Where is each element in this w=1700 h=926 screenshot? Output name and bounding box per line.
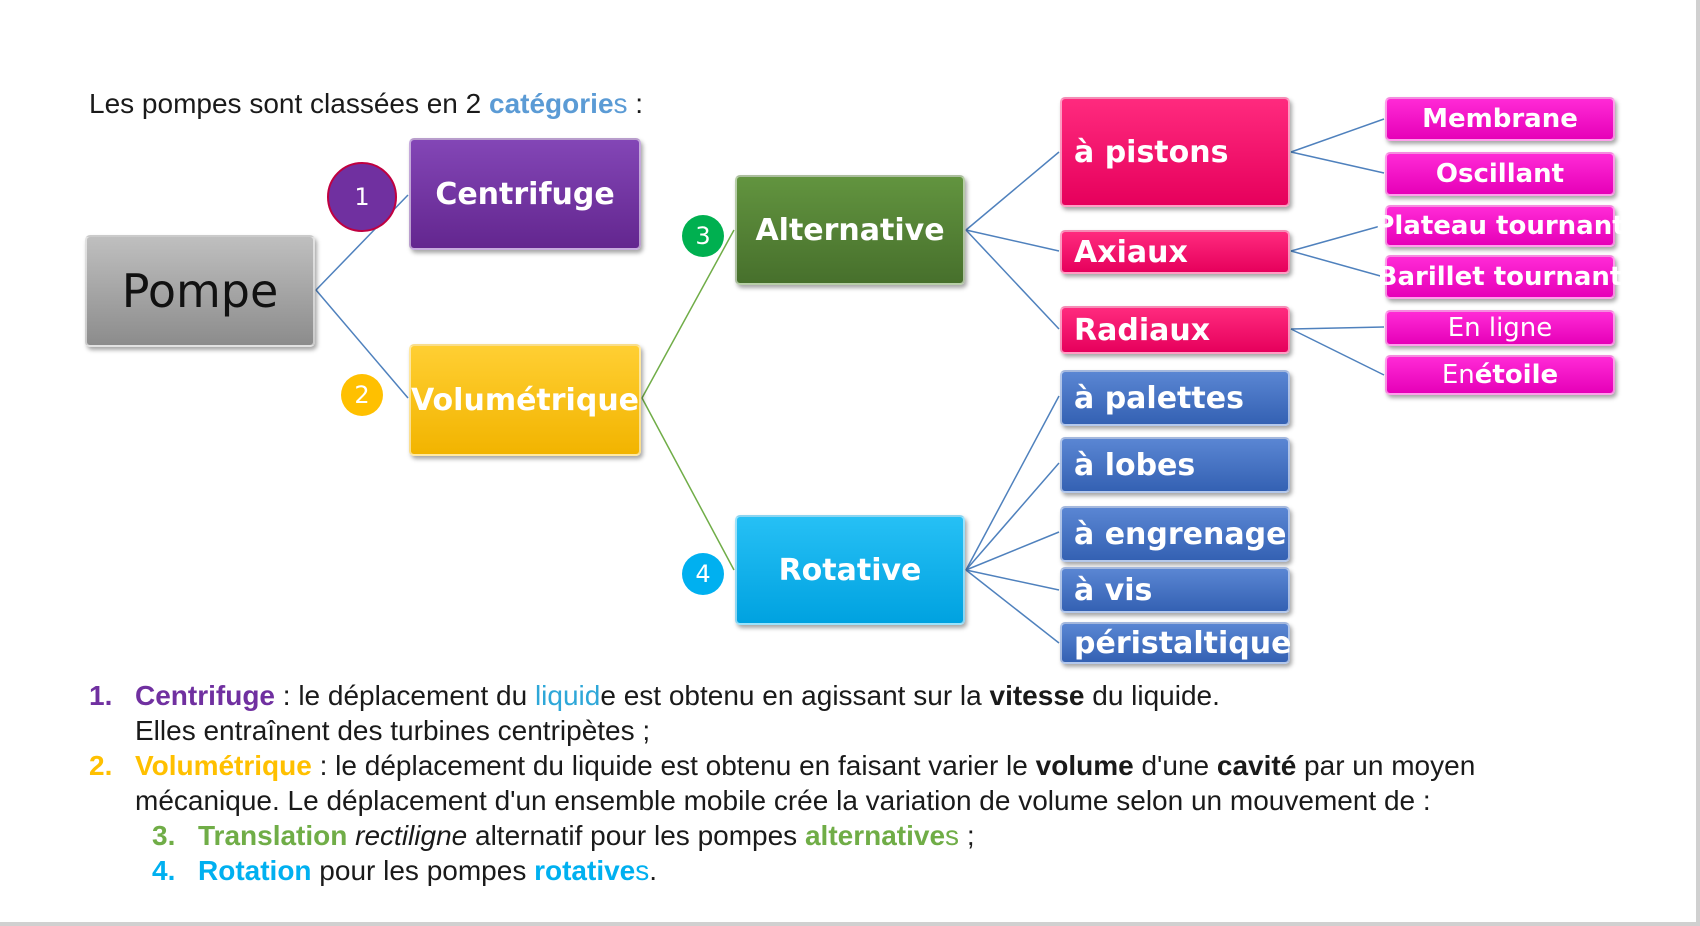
badge-2: 2 — [341, 374, 383, 416]
line-pompe-volumetrique — [315, 289, 409, 399]
line-vol-alternative — [641, 229, 735, 399]
node-pompe: Pompe — [85, 235, 315, 347]
node-alternative: Alternative — [735, 175, 965, 285]
badge-4: 4 — [682, 553, 724, 595]
line-pistons-membrane — [1290, 118, 1385, 153]
note-3: 3. Translation rectiligne alternatif pou… — [152, 820, 975, 851]
note-1-continued: Elles entraînent des turbines centripète… — [135, 715, 651, 746]
note-1: 1. Centrifuge : le déplacement du liquid… — [89, 680, 1220, 711]
leaf-barillet-tournant: Barillet tournant — [1378, 255, 1622, 299]
node-pistons: à pistons — [1060, 97, 1290, 207]
line-alt-pistons — [965, 151, 1060, 231]
line-axiaux-barillet — [1290, 250, 1385, 278]
line-alt-radiaux — [965, 229, 1060, 330]
badge-1: 1 — [327, 162, 397, 232]
note-2-continued: mécanique. Le déplacement d'un ensemble … — [135, 785, 1431, 816]
node-lobes: à lobes — [1060, 437, 1290, 493]
leaf-oscillant: Oscillant — [1385, 152, 1615, 196]
node-rotative: Rotative — [735, 515, 965, 625]
node-radiaux: Radiaux — [1060, 306, 1290, 354]
line-rot-lobes — [965, 462, 1060, 571]
intro-text: Les pompes sont classées en 2 catégories… — [89, 88, 644, 119]
line-radiaux-enetoile — [1290, 328, 1385, 376]
node-palettes: à palettes — [1060, 370, 1290, 426]
node-vis: à vis — [1060, 567, 1290, 613]
line-radiaux-enligne — [1290, 326, 1385, 330]
leaf-en-ligne: En ligne — [1385, 310, 1615, 346]
frame-bottom-edge — [0, 922, 1700, 926]
leaf-plateau-tournant: Plateau tournant — [1375, 205, 1625, 247]
note-2: 2. Volumétrique : le déplacement du liqu… — [89, 750, 1476, 781]
node-peristaltique: péristaltique — [1060, 622, 1291, 664]
line-vol-rotative — [641, 397, 735, 571]
line-axiaux-plateau — [1290, 224, 1385, 252]
line-alt-axiaux — [965, 229, 1060, 252]
node-volumetrique: Volumétrique — [409, 344, 641, 456]
leaf-membrane: Membrane — [1385, 97, 1615, 141]
line-rot-engrenage — [965, 531, 1060, 571]
node-axiaux: Axiaux — [1060, 230, 1290, 274]
line-pistons-oscillant — [1290, 151, 1385, 174]
line-rot-peristaltique — [965, 569, 1060, 644]
node-engrenage: à engrenage — [1060, 506, 1290, 562]
note-4: 4. Rotation pour les pompes rotatives. — [152, 855, 658, 886]
line-rot-vis — [965, 569, 1060, 591]
node-centrifuge: Centrifuge — [409, 138, 641, 250]
line-rot-palettes — [965, 395, 1060, 571]
badge-3: 3 — [682, 215, 724, 257]
leaf-en-etoile: En étoile — [1385, 355, 1615, 395]
frame-right-edge — [1696, 0, 1700, 926]
